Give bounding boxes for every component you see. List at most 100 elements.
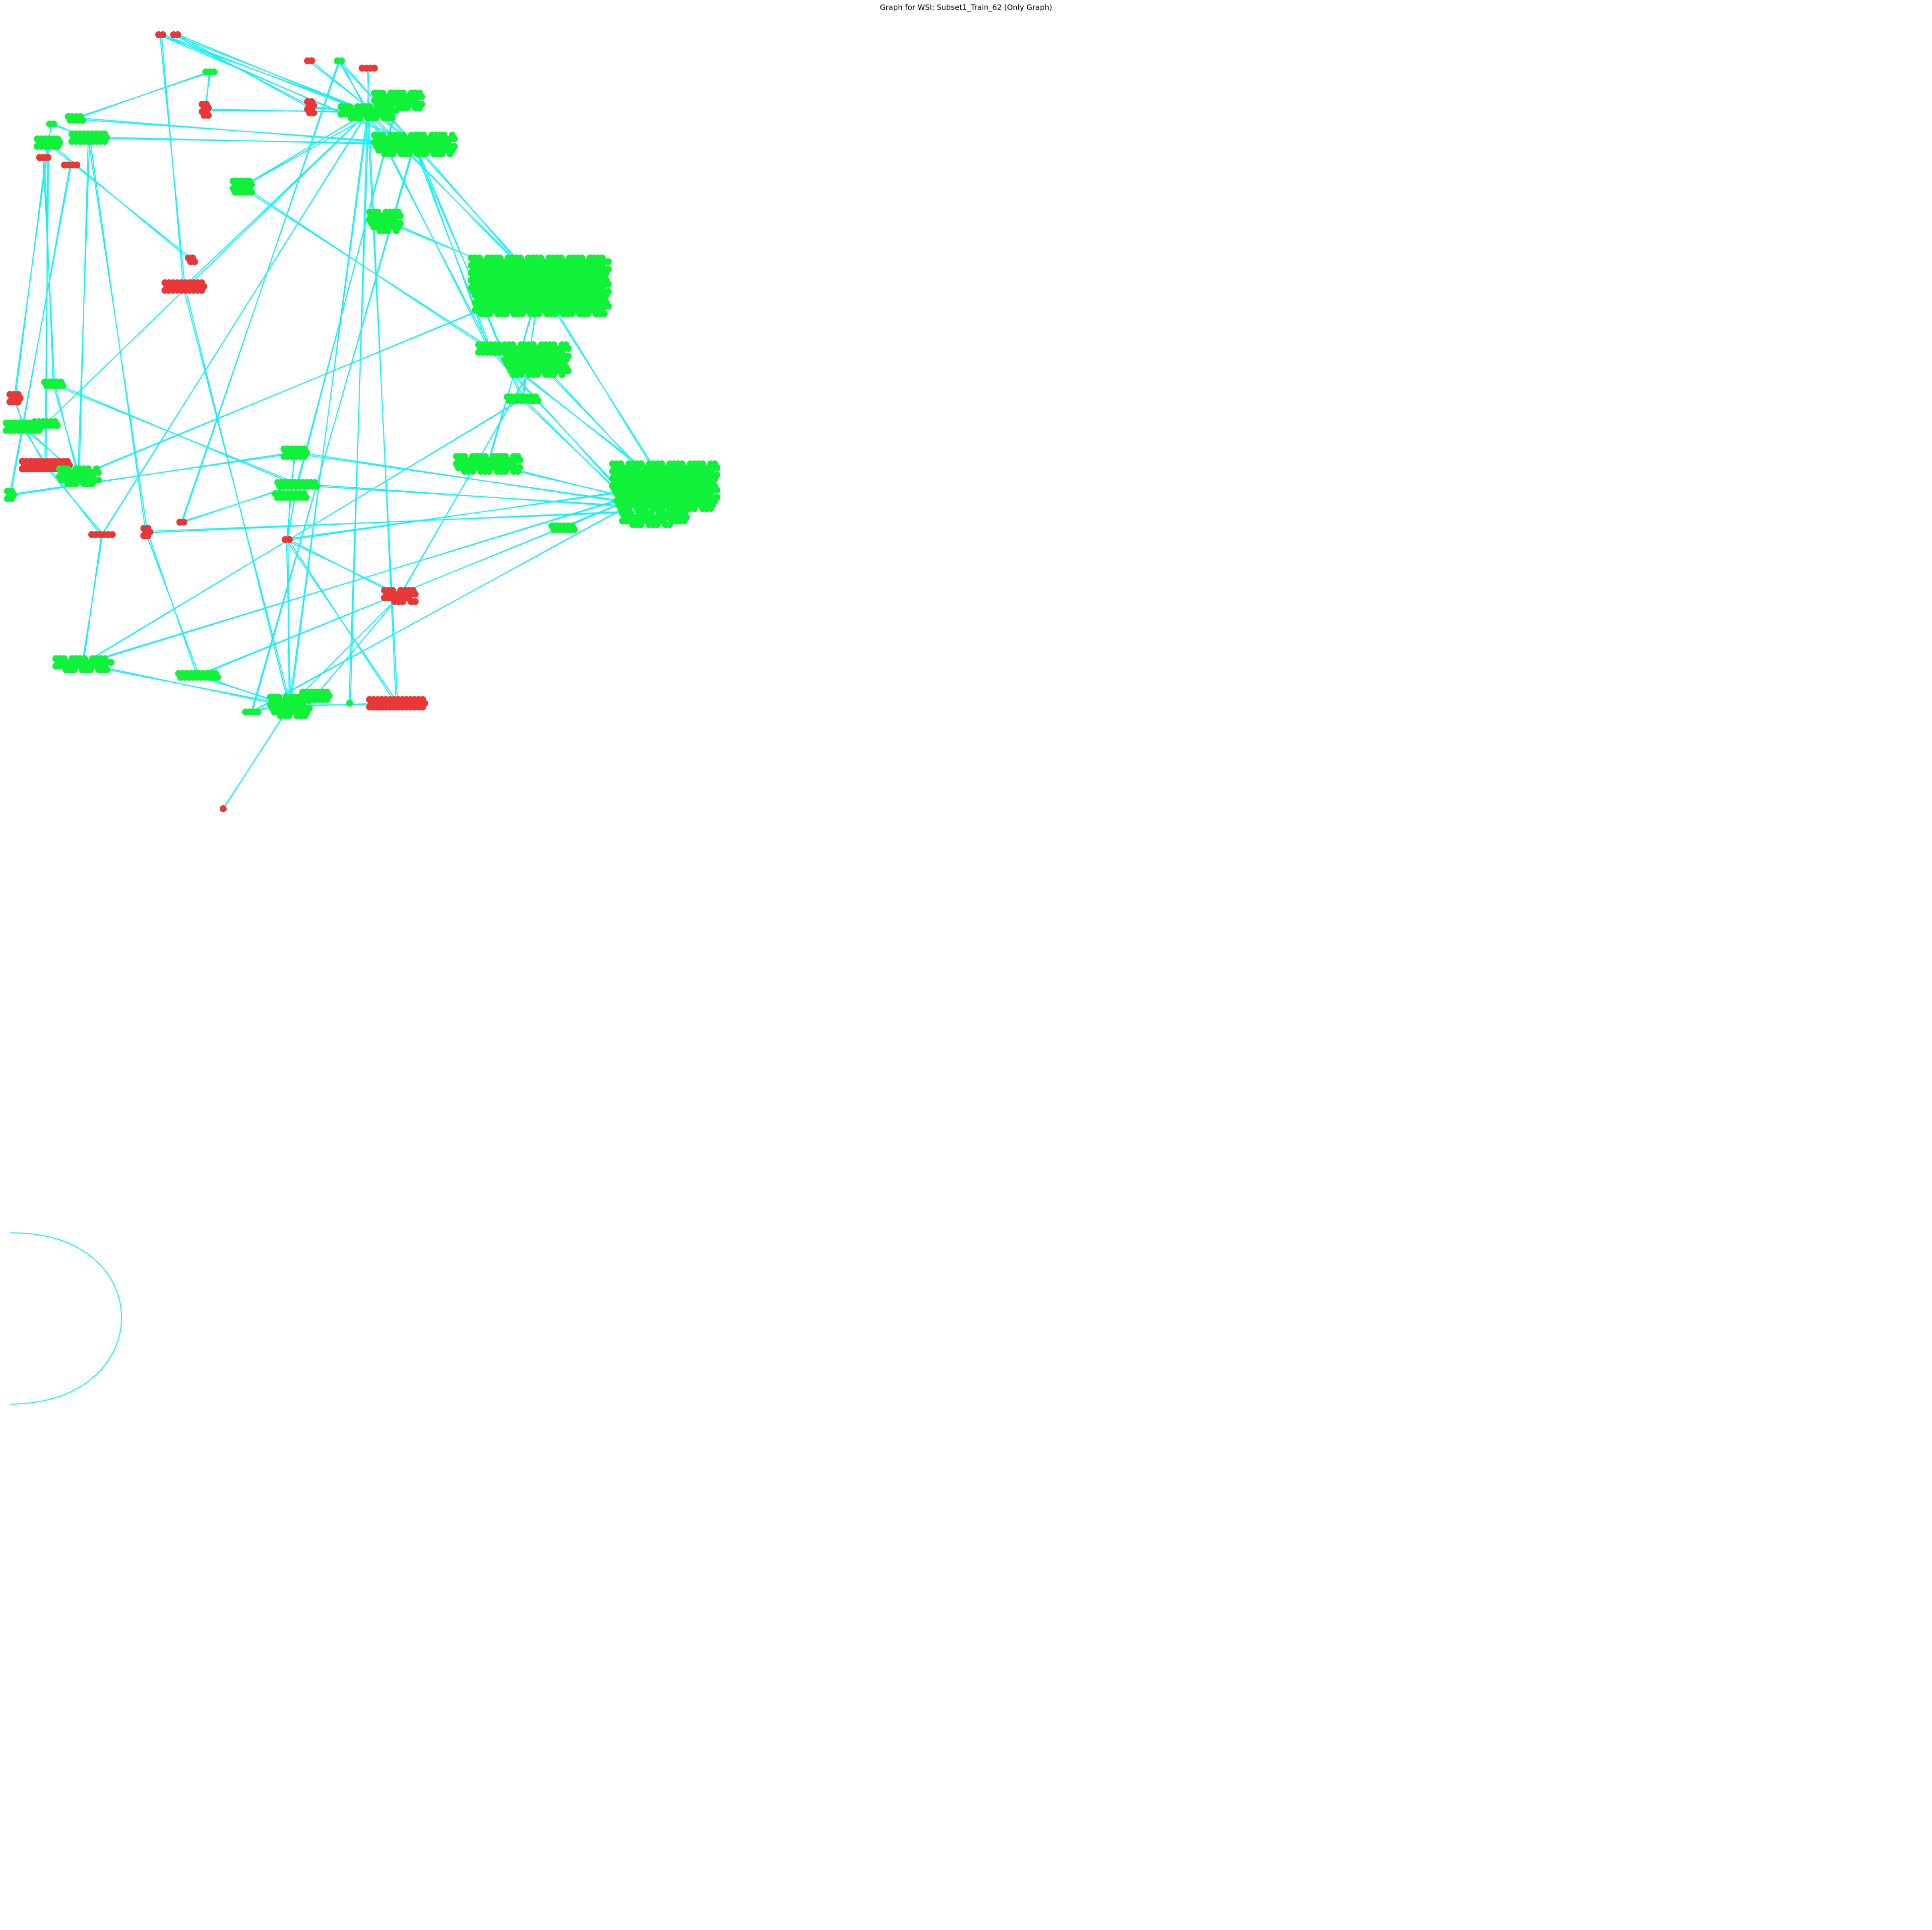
graph-node-green — [691, 505, 698, 512]
graph-node-green — [95, 476, 102, 484]
graph-edge-loop — [9, 1232, 122, 1405]
graph-node-green — [285, 712, 293, 719]
graph-edge — [288, 538, 400, 597]
graph-node-green — [707, 505, 714, 512]
graph-edge — [46, 464, 102, 536]
graph-node-red — [198, 287, 205, 294]
graph-edge — [77, 284, 541, 477]
graph-node-green — [72, 480, 79, 487]
graph-node-green — [248, 189, 255, 196]
graph-node-red — [73, 161, 80, 169]
graph-node-green — [214, 674, 221, 681]
graph-edge — [368, 111, 397, 705]
graph-node-green — [79, 117, 86, 124]
graph-node-green — [54, 422, 61, 429]
graph-edge — [10, 453, 295, 495]
graph-node-green — [323, 696, 331, 703]
graph-node-green — [570, 526, 578, 533]
graph-node-green — [584, 310, 592, 318]
graph-edge — [161, 33, 414, 146]
graph-edge — [176, 33, 368, 114]
graph-node-green — [254, 708, 261, 715]
graph-node-green — [469, 468, 476, 475]
graph-node-green — [396, 212, 404, 219]
graph-node-green — [517, 371, 525, 378]
graph-node-green — [564, 367, 572, 375]
graph-node-green — [446, 150, 454, 157]
graph-edge — [184, 112, 368, 286]
graph-edge — [83, 662, 290, 708]
graph-node-green — [301, 453, 308, 460]
graph-node-green — [568, 310, 575, 318]
graph-edge — [53, 385, 80, 476]
graph-node-green — [87, 666, 94, 673]
graph-node-red — [14, 398, 22, 405]
graph-edge — [310, 60, 414, 145]
graph-node-green — [388, 114, 396, 122]
graph-node-green — [302, 494, 310, 501]
graph-node-green — [564, 345, 572, 352]
graph-edge — [223, 706, 290, 809]
graph-node-red — [286, 536, 293, 543]
graph-node-green — [50, 121, 58, 128]
graph-edge — [81, 533, 104, 665]
graph-node-green — [601, 310, 608, 318]
graph-node-green — [392, 227, 400, 234]
graph-node-green — [552, 310, 559, 318]
graph-edge — [288, 111, 370, 707]
graph-edge — [81, 397, 524, 665]
graph-node-green — [384, 227, 392, 234]
graph-edges — [9, 33, 681, 1405]
graph-node-green — [392, 107, 400, 114]
graph-edge — [161, 34, 184, 288]
graph-edge — [147, 531, 198, 677]
graph-edge — [252, 486, 665, 712]
graph-node-red — [371, 64, 378, 72]
graph-node-green — [713, 486, 721, 494]
graph-node-green — [713, 464, 721, 471]
graph-node-green — [666, 514, 673, 521]
graph-node-green — [496, 349, 503, 356]
graph-node-green — [338, 57, 345, 64]
graph-node-green — [356, 114, 363, 122]
graph-edge — [287, 538, 290, 707]
graph-node-green — [416, 104, 423, 112]
graph-node-red — [411, 590, 419, 598]
graph-node-green — [372, 114, 379, 122]
graph-edge — [184, 285, 290, 707]
graph-edge — [47, 143, 193, 260]
graph-node-green — [89, 480, 96, 487]
graph-node-green — [313, 483, 320, 490]
graph-edge — [286, 540, 398, 703]
graph-node-red — [308, 57, 315, 64]
graph-node-green — [519, 310, 526, 318]
graph-node-red — [191, 258, 198, 265]
graph-node-green — [422, 150, 430, 157]
graph-node-green — [534, 397, 542, 404]
graph-node-green — [559, 371, 565, 378]
graph-node-green — [346, 700, 353, 707]
graph-node-green — [605, 258, 612, 265]
graph-edge — [286, 495, 292, 541]
graph-nodes — [2, 31, 721, 812]
graph-node-green — [637, 521, 645, 528]
graph-node-green — [438, 150, 446, 157]
graph-node-red — [310, 109, 317, 117]
graph-node-green — [534, 371, 541, 378]
graph-node-green — [666, 521, 673, 528]
graph-edge — [77, 136, 90, 477]
graph-node-green — [502, 310, 510, 318]
graph-node-green — [502, 468, 509, 475]
graph-node-red — [204, 112, 212, 119]
graph-edge — [76, 117, 414, 146]
graph-edge — [296, 99, 399, 486]
graph-edge — [74, 70, 211, 120]
graph-edge — [102, 112, 368, 534]
graph-node-green — [535, 310, 543, 318]
graph-edge — [250, 143, 416, 713]
graph-node-red — [144, 532, 152, 539]
graph-edge — [176, 33, 311, 109]
graph-node-red — [174, 31, 182, 38]
graph-node-green — [516, 456, 523, 464]
graph-node-red — [109, 531, 116, 538]
